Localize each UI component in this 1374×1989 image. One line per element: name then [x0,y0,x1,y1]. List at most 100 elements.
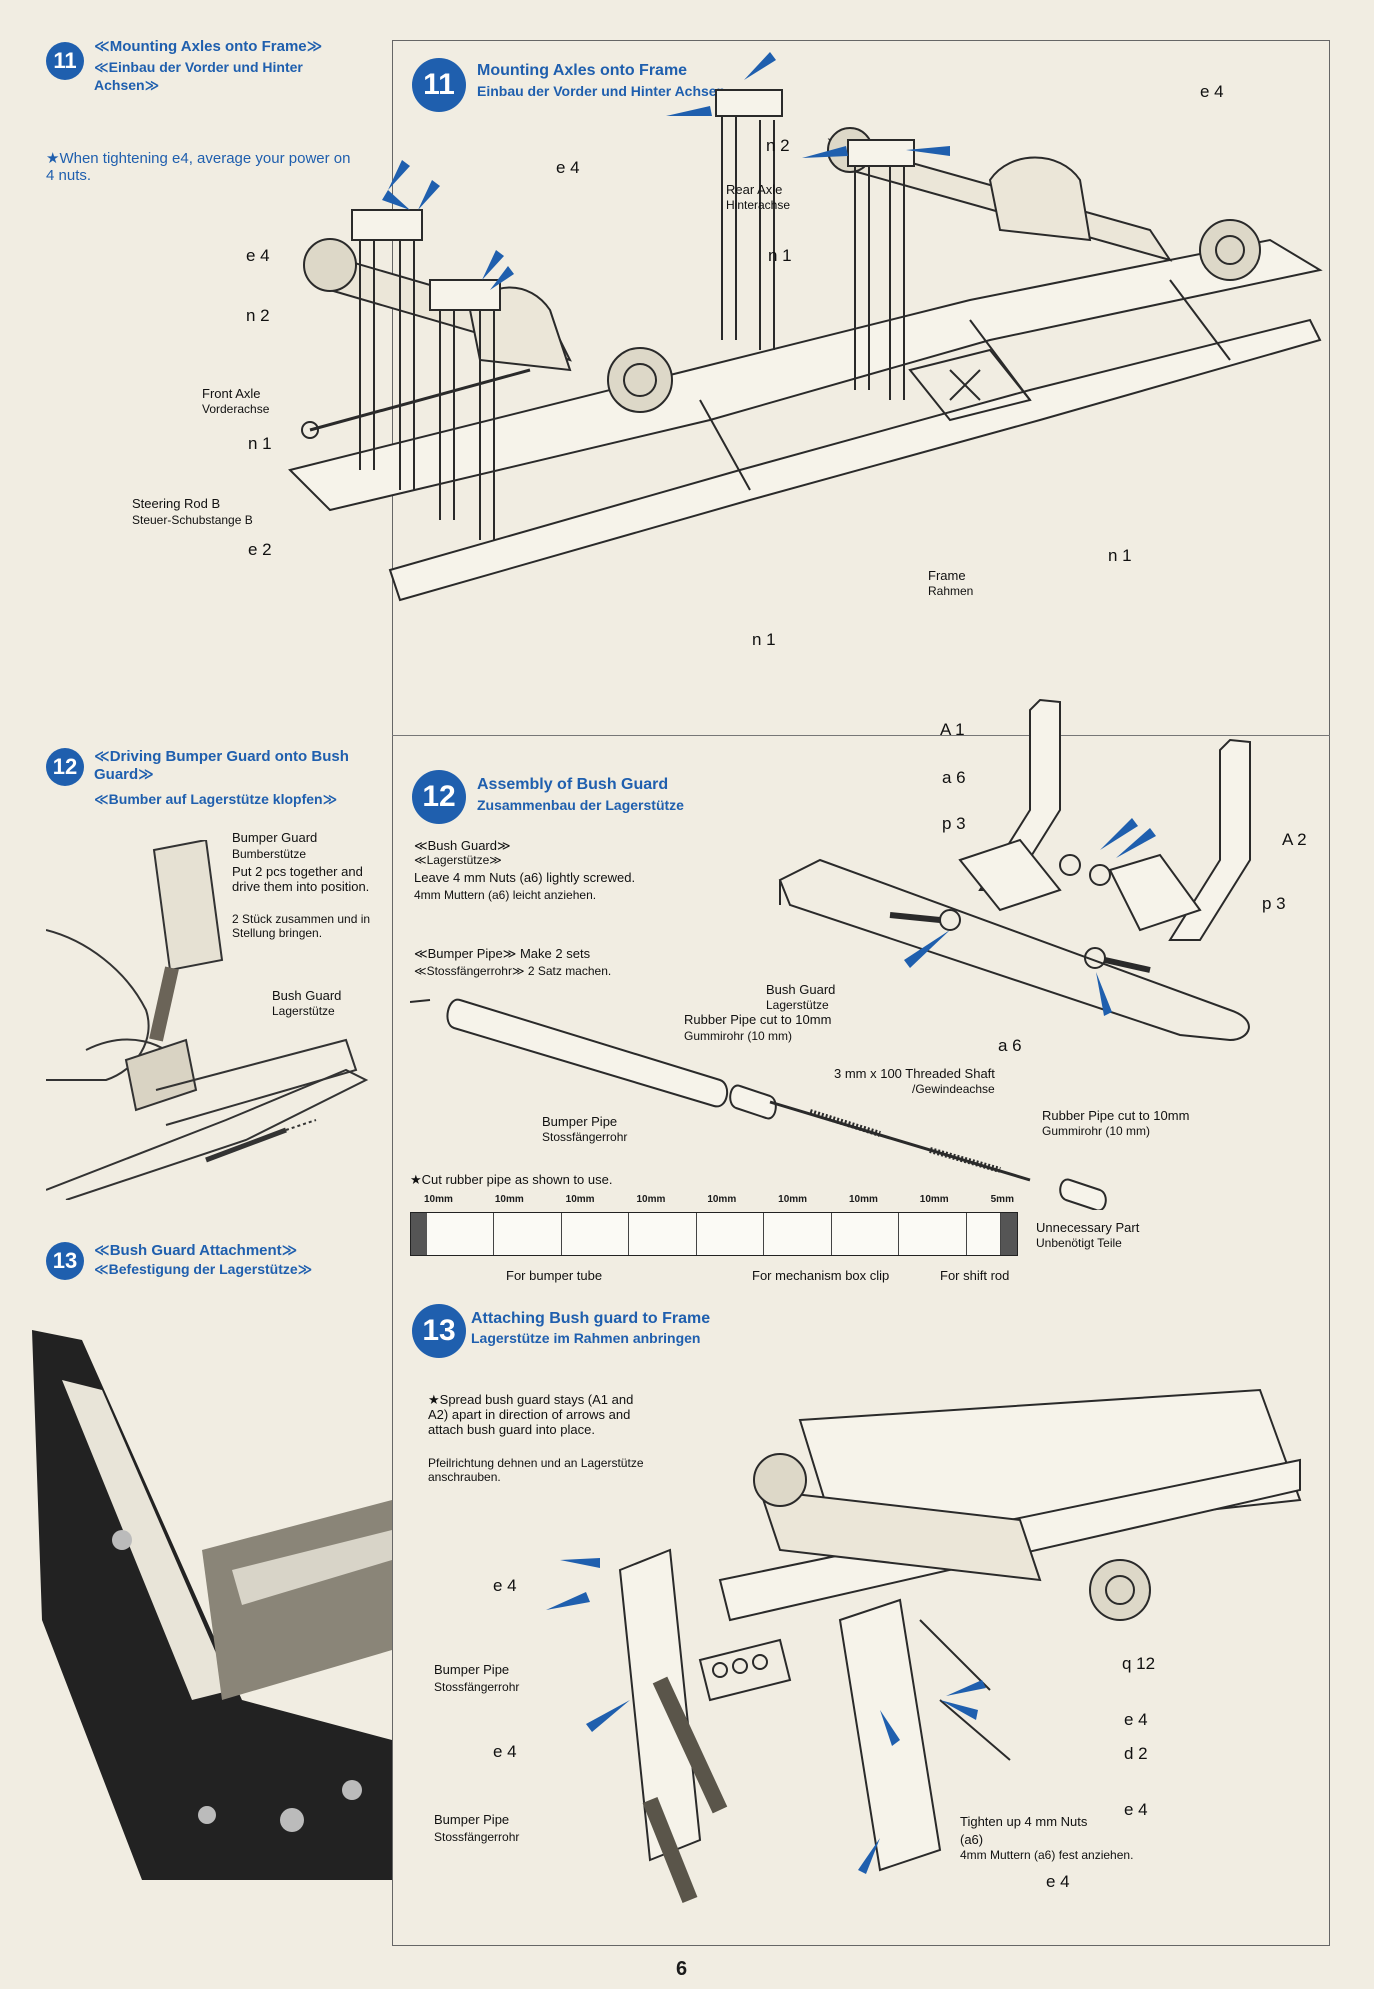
step-11-badge-small: 11 [46,42,84,80]
bumper-pipe-tag-de: ≪Stossfängerrohr≫ 2 Satz machen. [414,964,612,978]
bumper-pipe-tag: ≪Bumper Pipe≫ Make 2 sets [414,946,591,961]
rubber-pipe2-label-de: Gummirohr (10 mm) [1042,1124,1151,1138]
step13-part-e4-bottom: e 4 [1046,1872,1070,1891]
cut-mark: 5mm [990,1194,1014,1205]
step12-bush-guard-label-de: Lagerstütze [766,998,829,1012]
step-11-badge: 11 [412,58,466,112]
step12-title-de: Zusammenbau der Lagerstütze [477,797,684,813]
step13-title-en: Attaching Bush guard to Frame [471,1310,711,1327]
cut-mark: 10mm [494,1194,524,1205]
unnecessary-part-label: Unnecessary Part [1036,1220,1140,1235]
step12-part-A1: A 1 [940,720,965,739]
bumper-pipe-label-de: Stossfängerrohr [542,1130,628,1144]
use-shift-rod: For shift rod [940,1268,1010,1283]
left-step12-title-de: ≪Bumber auf Lagerstütze klopfen≫ [94,791,338,807]
step11-part-n1-rear: n 1 [768,246,792,265]
strip-segment [494,1213,562,1255]
step-12-badge-small: 12 [46,748,84,786]
left-bush-guard-label: Bush Guard [272,988,342,1003]
step11-part-n1-bottom: n 1 [752,630,776,649]
left-step11-title-en: ≪Mounting Axles onto Frame≫ [94,38,323,55]
step-12-badge: 12 [412,770,466,824]
cut-mark: 10mm [778,1194,808,1205]
frame-label-de: Rahmen [928,584,974,598]
step13-bumper-pipe2-label: Bumper Pipe [434,1812,510,1827]
left-step13-title-en: ≪Bush Guard Attachment≫ [94,1242,298,1259]
tighten-nuts-a6: (a6) [960,1832,984,1847]
step11-part-n2-front: n 2 [246,306,270,325]
bush-guard-photo [22,1320,392,1880]
strip-segment [899,1213,967,1255]
left-step11-note: ★When tightening e4, average your power … [46,150,351,184]
hammer-bumper-illustration [46,840,369,1200]
bush-guard-tag: ≪Bush Guard≫ [414,838,511,853]
bush-guard-note-de: 4mm Muttern (a6) leicht anziehen. [414,888,597,902]
cut-mark: 10mm [848,1194,878,1205]
tighten-nuts-label: Tighten up 4 mm Nuts [960,1814,1088,1829]
step11-axle-frame-diagram [288,52,1323,602]
cut-mark: 10mm [919,1194,949,1205]
left-bush-guard-label-de: Lagerstütze [272,1004,335,1018]
strip-end-right [1000,1213,1017,1255]
step13-part-e4-mid: e 4 [493,1742,517,1761]
step13-title-de: Lagerstütze im Rahmen anbringen [471,1330,701,1346]
bush-guard-tag-de: ≪Lagerstütze≫ [414,853,502,867]
left-bumper-guard-label-de: Bumberstütze [232,847,307,861]
step11-part-n2-rear: n 2 [766,136,790,155]
step12-part-A2: A 2 [1282,830,1307,849]
cut-mark: 10mm [424,1194,453,1205]
main-instruction-frame [392,40,1330,1946]
frame-label: Frame [928,568,966,583]
step11-part-e4-top: e 4 [1200,82,1224,101]
step12-part-p3-right: p 3 [1262,894,1286,913]
bush-guard-note: Leave 4 mm Nuts (a6) lightly screwed. [414,870,636,885]
rubber-pipe-cut-strip [410,1212,1018,1256]
step13-part-q12: q 12 [1122,1654,1156,1673]
cut-mark: 10mm [636,1194,666,1205]
step12-part-a6-top: a 6 [942,768,966,787]
bumper-pipe-label: Bumper Pipe [542,1114,618,1129]
unnecessary-part-label-de: Unbenötigt Teile [1036,1236,1122,1250]
step11-title-de: Einbau der Vorder und Hinter Achsen [477,83,726,99]
left-bumper-guard-label: Bumper Guard [232,830,318,845]
left-step11-title-de: ≪Einbau der Vorder und Hinter Achsen≫ [94,59,303,93]
rubber-pipe-label: Rubber Pipe cut to 10mm [684,1012,832,1027]
tighten-nuts-label-de: 4mm Muttern (a6) fest anziehen. [960,1848,1134,1862]
bumper-pipe-diagram [410,998,1107,1210]
bush-guard-assembly-diagram [778,698,1251,1042]
step11-part-n1-front: n 1 [248,434,272,453]
step12-part-a6-bottom: a 6 [998,1036,1022,1055]
strip-segment [562,1213,630,1255]
rear-axle-label: Rear Axle [726,182,783,197]
step11-part-n1-right: n 1 [1108,546,1132,565]
strip-segment [832,1213,900,1255]
cut-note: ★Cut rubber pipe as shown to use. [410,1172,613,1187]
step13-part-e4-top: e 4 [493,1576,517,1595]
strip-segment [697,1213,765,1255]
step13-bumper-pipe-label: Bumper Pipe [434,1662,510,1677]
step11-part-e4-mid: e 4 [556,158,580,177]
left-bumper-instr-de: 2 Stück zusammen und in Stellung bringen… [232,912,371,940]
step13-part-e4-right: e 4 [1124,1710,1148,1729]
section-separator-1 [392,735,1330,736]
step13-note: ★Spread bush guard stays (A1 and A2) apa… [428,1392,634,1437]
steering-rod-label: Steering Rod B [132,496,221,511]
rubber-pipe2-label: Rubber Pipe cut to 10mm [1042,1108,1190,1123]
step13-part-e4-right2: e 4 [1124,1800,1148,1819]
use-bumper-tube: For bumper tube [506,1268,603,1283]
strip-segment [629,1213,697,1255]
threaded-shaft-label-de: /Gewindeachse [912,1082,995,1096]
cut-mark: 10mm [707,1194,737,1205]
strip-segment [764,1213,832,1255]
step13-part-d2: d 2 [1124,1744,1148,1763]
step12-bush-guard-label: Bush Guard [766,982,836,997]
threaded-shaft-label: 3 mm x 100 Threaded Shaft [834,1066,995,1081]
use-mechanism-box-clip: For mechanism box clip [752,1268,890,1283]
cut-mark: 10mm [565,1194,595,1205]
rubber-pipe-label-de: Gummirohr (10 mm) [684,1029,793,1043]
strip-segment-short [967,1213,1001,1255]
front-axle-label-de: Vorderachse [202,402,270,416]
rear-axle-label-de: Hinterachse [726,198,791,212]
left-bumper-instr-en: Put 2 pcs together and drive them into p… [232,864,370,894]
